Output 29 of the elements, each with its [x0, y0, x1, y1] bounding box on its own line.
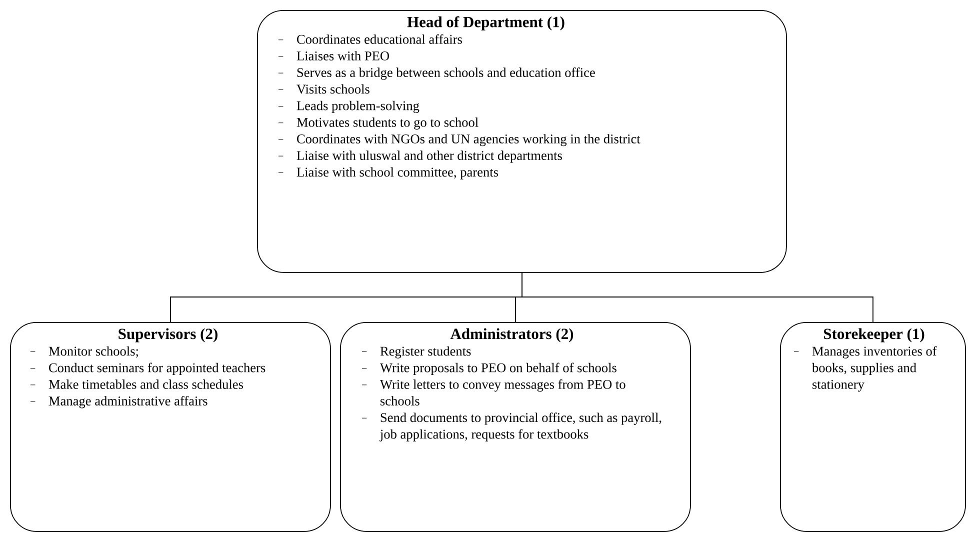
node-label: Register students: [380, 346, 471, 358]
role-box: [780, 322, 966, 532]
node-label: Make timetables and class schedules: [48, 380, 244, 389]
role-box: [10, 322, 331, 532]
role-text: Supervisors (2) Monitor schools; Conduct seminars for appointed teachers Make timetables and class schedules Manage administrative affairs: [30, 328, 266, 408]
node-label: Administrators (2): [450, 328, 574, 342]
node-label: Leads problem-solving: [296, 100, 420, 113]
node-label: Coordinates educational affairs: [297, 34, 462, 44]
node-label: Head of Department (1): [407, 16, 564, 30]
node-label: Serves as a bridge between schools and education office: [297, 68, 595, 80]
node-label: Supervisors (2): [118, 328, 218, 342]
node-label: Write letters to convey messages from PEO to schools: [380, 379, 626, 406]
role-box: [257, 10, 787, 273]
node-label: Conduct seminars for appointed teachers: [49, 362, 266, 375]
role-text: Administrators (2) Register students Write proposals to PEO on behalf of schools Write letters to convey messages from PEO to schools Send documents to provincial office, such as payroll, job applications, requests for textbooks: [362, 328, 662, 442]
node-label: Write proposals to PEO on behalf of schools: [380, 362, 616, 375]
node-label: Motivates students to go to school: [296, 117, 478, 130]
node-label: Coordinates with NGOs and UN agencies working in the district: [297, 134, 640, 146]
node-label: Liaises with PEO: [296, 51, 390, 60]
node-label: Liaise with school committee, parents: [296, 167, 498, 180]
role-text: Head of Department (1) Coordinates educational affairs Liaises with PEO Serves as a bridge between schools and education office Visits schools Leads problem-solving Motivates students to go to school Coordinates with NGOs and UN agencies working in the district Liaise with uluswal and other district departments Liaise with school committee, parents: [278, 16, 640, 180]
node-label: Send documents to provincial office, such as payroll, job applications, requests for textbooks: [380, 412, 662, 442]
connector-line: [522, 272, 874, 322]
node-label: Visits schools: [296, 84, 370, 94]
node-label: Manage administrative affairs: [48, 396, 208, 408]
node-label: Monitor schools;: [48, 346, 138, 358]
node-label: Liaise with uluswal and other district departments: [296, 150, 562, 163]
role-box: [340, 322, 691, 532]
role-text: Storekeeper (1) Manages inventories of books, supplies and stationery: [794, 328, 937, 392]
